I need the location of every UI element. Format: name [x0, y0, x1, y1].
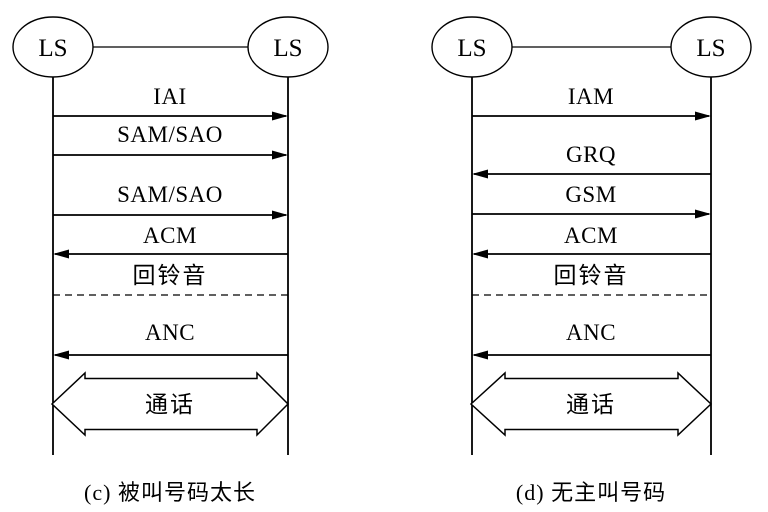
arrowhead-right-icon	[695, 111, 711, 121]
arrowhead-left-icon	[53, 249, 69, 259]
double-arrow-shape	[50, 371, 290, 437]
message-label: ACM	[564, 223, 618, 248]
message-label: GRQ	[566, 142, 616, 167]
message-iam: IAM	[472, 84, 711, 121]
arrowhead-left-icon	[472, 350, 488, 360]
arrowhead-right-icon	[695, 209, 711, 219]
arrowhead-left-icon	[53, 350, 69, 360]
message-acm: ACM	[472, 223, 711, 259]
message-ringback: 回铃音	[472, 263, 711, 296]
arrowhead-left-icon	[472, 249, 488, 259]
message-anc: ANC	[472, 320, 711, 360]
arrowhead-left-icon	[472, 169, 488, 179]
message-anc: ANC	[53, 320, 288, 360]
call-label: 通话	[145, 392, 195, 417]
message-label: IAI	[153, 84, 186, 109]
diagram-caption: (d) 无主叫号码	[516, 480, 666, 505]
ls-node-label-left: LS	[38, 35, 67, 62]
arrowhead-right-icon	[272, 210, 288, 220]
message-gsm: GSM	[472, 182, 711, 219]
ls-node-label-left: LS	[457, 35, 486, 62]
message-label: 回铃音	[133, 263, 208, 288]
ls-node-label-right: LS	[273, 35, 302, 62]
arrowhead-right-icon	[272, 150, 288, 160]
message-label: SAM/SAO	[117, 182, 223, 207]
message-label: 回铃音	[554, 263, 629, 288]
call-label: 通话	[566, 392, 616, 417]
arrowhead-right-icon	[272, 111, 288, 121]
call-block-arrow: 通话	[469, 371, 713, 437]
message-sam-sao-1: SAM/SAO	[53, 122, 288, 160]
double-arrow-shape	[469, 371, 713, 437]
message-grq: GRQ	[472, 142, 711, 179]
message-label: SAM/SAO	[117, 122, 223, 147]
sequence-diagram-c: LS LS IAI SAM/SAO SAM/SAO ACM 回铃音	[12, 16, 329, 505]
message-acm: ACM	[53, 223, 288, 259]
ls-node-label-right: LS	[696, 35, 725, 62]
message-label: IAM	[568, 84, 614, 109]
message-sam-sao-2: SAM/SAO	[53, 182, 288, 220]
call-block-arrow: 通话	[50, 371, 290, 437]
message-label: ACM	[143, 223, 197, 248]
sequence-diagram-d: LS LS IAM GRQ GSM ACM 回铃音	[431, 16, 752, 505]
message-label: ANC	[145, 320, 195, 345]
message-label: ANC	[566, 320, 616, 345]
message-iai: IAI	[53, 84, 288, 121]
message-label: GSM	[565, 182, 616, 207]
message-ringback: 回铃音	[53, 263, 288, 296]
diagram-caption: (c) 被叫号码太长	[84, 480, 256, 505]
